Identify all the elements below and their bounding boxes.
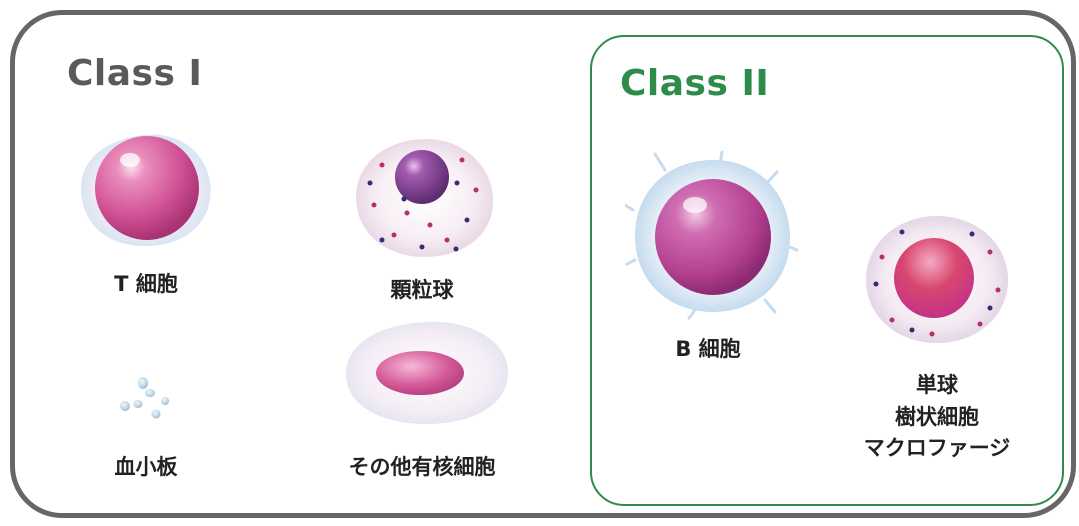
b-cell-label: B 細胞 <box>675 337 741 361</box>
nucleated-cell-illustration <box>346 321 509 424</box>
granulocyte-illustration <box>356 138 494 257</box>
macrophage-label-line: マクロファージ <box>863 436 1011 460</box>
class2-title: Class II <box>620 63 770 104</box>
platelet-illustration <box>120 377 169 419</box>
granulocyte-label: 顆粒球 <box>390 278 454 302</box>
t-cell-illustration <box>80 134 211 247</box>
nucleated-cell-label: その他有核細胞 <box>348 455 496 479</box>
class1-title: Class I <box>67 53 203 94</box>
b-cell-illustration <box>625 150 799 320</box>
t-cell-label: T 細胞 <box>114 272 178 296</box>
monocyte-illustration <box>866 216 1008 343</box>
class2-frame <box>590 35 1064 506</box>
monocyte-label: 単球 樹状細胞 マクロファージ <box>864 370 1011 465</box>
monocyte-label-line: 単球 <box>916 373 958 397</box>
platelet-label: 血小板 <box>114 455 178 479</box>
dendritic-cell-label-line: 樹状細胞 <box>895 404 979 429</box>
